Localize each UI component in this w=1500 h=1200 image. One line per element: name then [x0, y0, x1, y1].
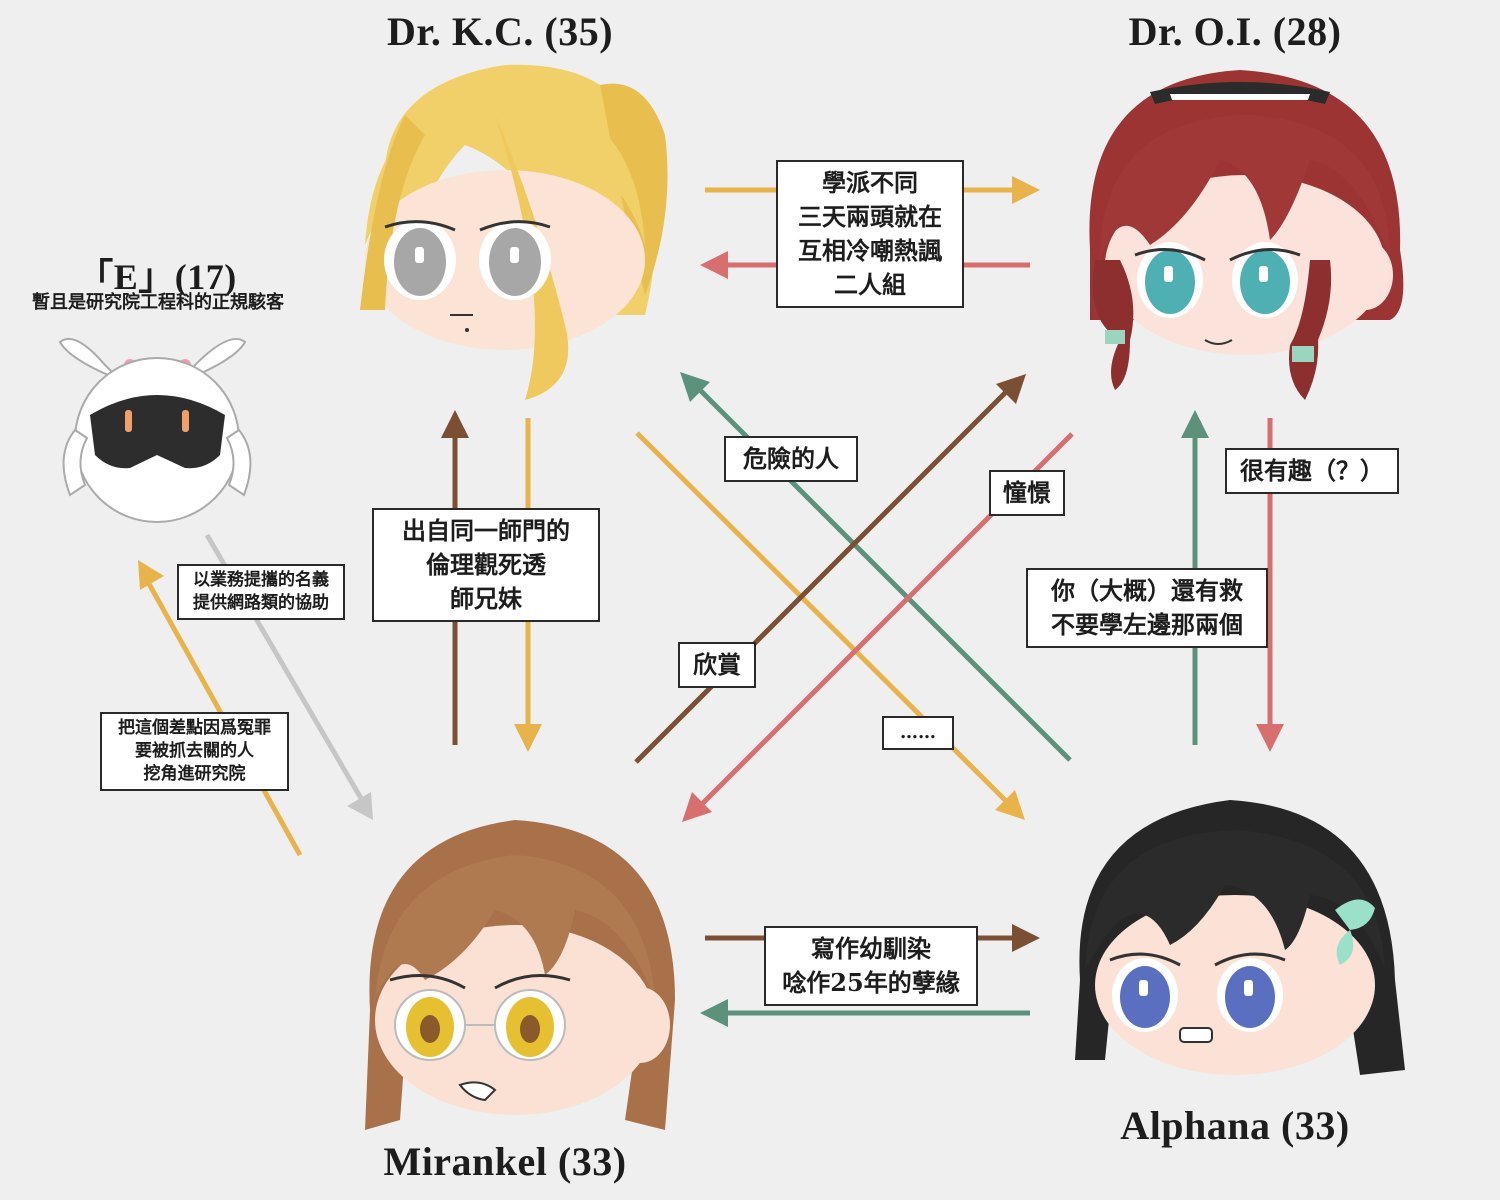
label-kc-mirankel: 出自同一師門的 倫理觀死透 師兄妹 [372, 508, 600, 622]
kc-avatar [360, 64, 668, 400]
arrow-mirankel-to-oi [634, 374, 1026, 764]
label-mirankel-alphana: 寫作幼馴染 唸作25年的孽緣 [764, 926, 978, 1006]
label-kc-mirankel-line: 師兄妹 [450, 584, 522, 613]
alphana-name: Alphana (33) [1120, 1103, 1350, 1148]
label-alphana-to-oi: 你（大概）還有救 不要學左邊那兩個 [1026, 568, 1268, 648]
label-kc-oi-line: 學派不同 [822, 168, 918, 197]
label-mirankel-alphana-line: 寫作幼馴染 [811, 934, 931, 963]
arrow-alphana-to-kc [680, 372, 1072, 762]
arrow-alphana-to-mirankel [700, 999, 1030, 1027]
label-e-to-mirankel-line: 以業務提攜的名義 [193, 570, 329, 590]
mirankel-name: Mirankel (33) [383, 1139, 627, 1184]
label-kc-oi-line: 互相冷嘲熱諷 [798, 236, 942, 265]
label-mirankel-to-e-line: 要被抓去關的人 [135, 741, 254, 761]
label-kc-mirankel-line: 倫理觀死透 [426, 550, 546, 579]
oi-avatar [1089, 70, 1404, 400]
label-kc-mirankel-line: 出自同一師門的 [402, 516, 570, 545]
mirankel-avatar [365, 820, 675, 1130]
e-subtitle: 暫且是研究院工程科的正規駭客 [32, 292, 284, 313]
label-mirankel-alphana-line: 唸作25年的孽緣 [782, 968, 960, 997]
oi-name: Dr. O.I. (28) [1128, 9, 1342, 54]
label-e-to-mirankel: 以業務提攜的名義 提供網路類的協助 [177, 564, 345, 620]
label-kc-oi-line: 三天兩頭就在 [798, 202, 942, 231]
label-alphana-to-oi-line: 不要學左邊那兩個 [1051, 610, 1243, 639]
label-mirankel-to-e-line: 把這個差點因爲冤罪 [118, 718, 271, 738]
label-alphana-to-kc: 危險的人 [724, 436, 858, 482]
label-oi-to-alphana: 很有趣（？） [1225, 448, 1399, 494]
label-mirankel-to-oi: 欣賞 [678, 642, 756, 688]
e-name: 「E」(17) [77, 257, 237, 297]
label-kc-oi-line: 二人組 [834, 270, 906, 299]
label-kc-oi: 學派不同 三天兩頭就在 互相冷嘲熱諷 二人組 [776, 160, 964, 308]
e-robot-avatar [58, 337, 252, 523]
label-alphana-to-oi-line: 你（大概）還有救 [1051, 576, 1243, 605]
label-kc-to-alphana: …… [882, 716, 954, 750]
alphana-avatar [1075, 800, 1405, 1075]
arrow-kc-to-alphana [635, 431, 1025, 820]
label-mirankel-to-e-line: 挖角進研究院 [143, 764, 246, 784]
kc-name: Dr. K.C. (35) [386, 9, 614, 54]
label-oi-to-mirankel: 憧憬 [989, 470, 1065, 516]
label-e-to-mirankel-line: 提供網路類的協助 [193, 593, 329, 613]
label-mirankel-to-e: 把這個差點因爲冤罪 要被抓去關的人 挖角進研究院 [100, 712, 289, 791]
